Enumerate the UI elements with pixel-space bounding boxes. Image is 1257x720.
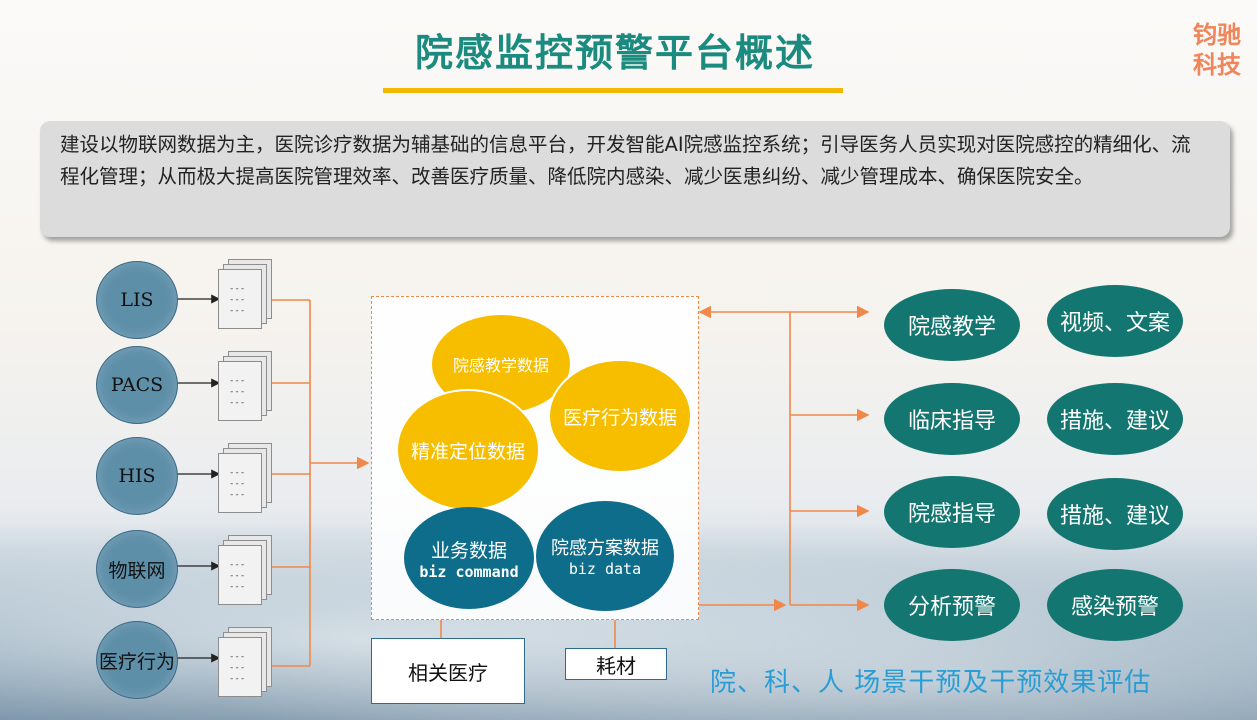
plan-data-title: 院感方案数据 bbox=[551, 538, 659, 559]
output-measures-1: 措施、建议 bbox=[1047, 383, 1183, 455]
location-data-blob: 精准定位数据 bbox=[396, 389, 540, 511]
document-stack-icon bbox=[218, 443, 272, 515]
behavior-data-blob: 医疗行为数据 bbox=[548, 359, 692, 473]
output-analysis-warning: 分析预警 bbox=[884, 569, 1020, 641]
plan-data-sub: biz data bbox=[568, 560, 642, 578]
document-stack-icon bbox=[218, 535, 272, 607]
related-medical-box: 相关医疗 bbox=[371, 638, 525, 704]
document-stack-icon bbox=[218, 259, 272, 331]
output-teaching: 院感教学 bbox=[884, 289, 1020, 361]
title-underline bbox=[383, 88, 843, 93]
footer-caption: 院、科、人 场景干预及干预效果评估 bbox=[710, 668, 1152, 698]
output-video-docs: 视频、文案 bbox=[1047, 285, 1183, 357]
source-lis: LIS bbox=[96, 261, 178, 339]
source-pacs: PACS bbox=[96, 346, 178, 424]
business-data-title: 业务数据 bbox=[430, 539, 507, 562]
summary-box: 建设以物联网数据为主，医院诊疗数据为辅基础的信息平台，开发智能AI院感监控系统；… bbox=[40, 121, 1230, 237]
document-stack-icon bbox=[218, 351, 272, 423]
brand-logo: 钧驰 科技 bbox=[1186, 20, 1248, 80]
data-platform-box: 院感教学数据 精准定位数据 医疗行为数据 业务数据 biz command 院感… bbox=[371, 296, 699, 620]
output-infection-guidance: 院感指导 bbox=[884, 476, 1020, 548]
source-medical-behavior: 医疗行为 bbox=[96, 621, 178, 699]
brand-line-2: 科技 bbox=[1193, 51, 1241, 79]
output-clinical-guidance: 临床指导 bbox=[884, 383, 1020, 455]
output-infection-warning: 感染预警 bbox=[1047, 569, 1183, 641]
business-data-sub: biz command bbox=[419, 562, 519, 581]
output-measures-2: 措施、建议 bbox=[1047, 478, 1183, 550]
page-title: 院感监控预警平台概述 bbox=[414, 30, 815, 75]
business-data-blob: 业务数据 biz command bbox=[404, 507, 534, 609]
brand-line-1: 钧驰 bbox=[1193, 21, 1241, 49]
source-his: HIS bbox=[96, 437, 178, 515]
document-stack-icon bbox=[218, 627, 272, 699]
plan-data-blob: 院感方案数据 biz data bbox=[536, 501, 674, 611]
consumables-box: 耗材 bbox=[565, 648, 667, 680]
source-iot: 物联网 bbox=[96, 530, 178, 608]
